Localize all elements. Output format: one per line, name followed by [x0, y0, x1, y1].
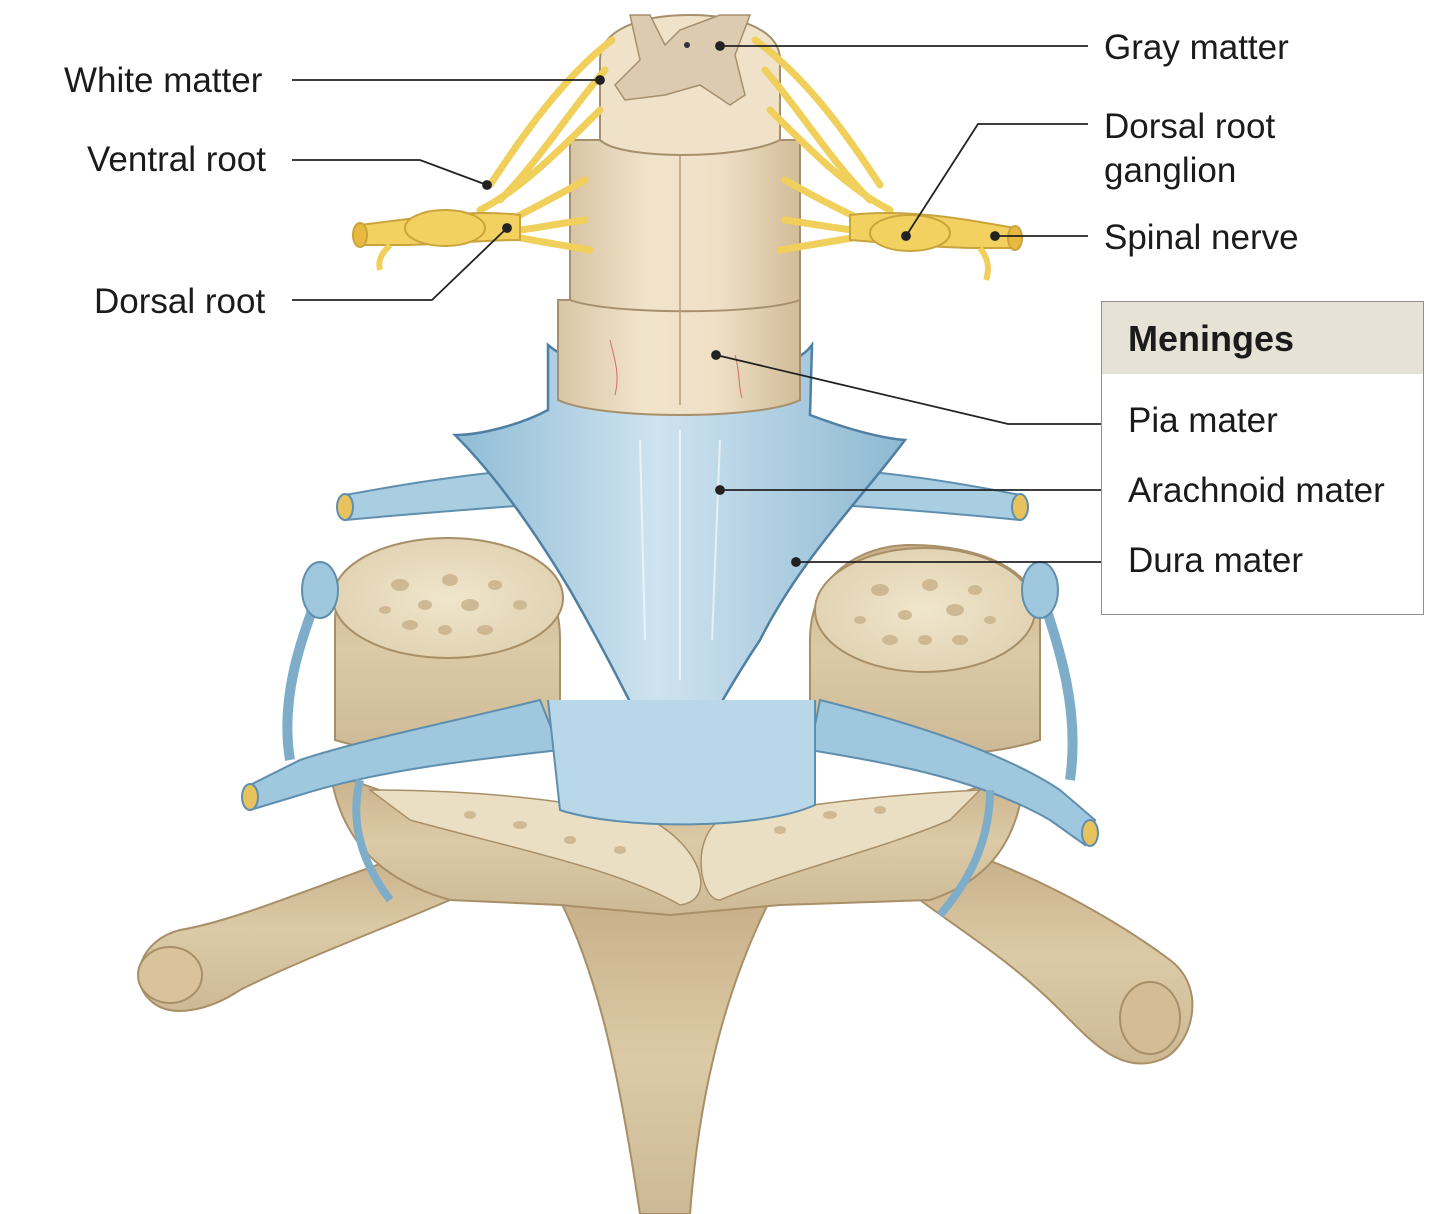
leader-lines — [292, 41, 1114, 567]
meninges-title: Meninges — [1128, 318, 1295, 359]
leader-dorsal-root-ganglion — [905, 123, 1088, 237]
meninges-legend-box: Meninges — [1101, 301, 1424, 615]
label-dorsal-root: Dorsal root — [94, 282, 266, 321]
leader-dorsal-root — [292, 227, 508, 301]
dura-lower — [547, 699, 816, 826]
label-pia-mater: Pia mater — [1128, 401, 1278, 440]
label-gray-matter: Gray matter — [1104, 28, 1289, 67]
spinal-nerves — [352, 209, 1023, 281]
upper-sleeves — [336, 468, 1029, 522]
label-spinal-nerve: Spinal nerve — [1104, 218, 1299, 257]
label-ventral-root: Ventral root — [87, 140, 266, 179]
label-dorsal-root-ganglion-line2: ganglion — [1104, 151, 1237, 190]
gray-matter-shape — [614, 14, 752, 106]
meninges-header: Meninges — [1102, 302, 1423, 374]
label-dura-mater: Dura mater — [1128, 541, 1304, 580]
spinal-cord — [557, 13, 801, 416]
label-white-matter: White matter — [64, 61, 263, 100]
label-dorsal-root-ganglion-line1: Dorsal root — [1104, 107, 1276, 146]
dura-nerve-sleeves — [241, 561, 1099, 918]
leader-pia-mater — [715, 354, 1114, 425]
leader-ventral-root — [292, 159, 488, 186]
label-arachnoid-mater: Arachnoid mater — [1128, 471, 1385, 510]
